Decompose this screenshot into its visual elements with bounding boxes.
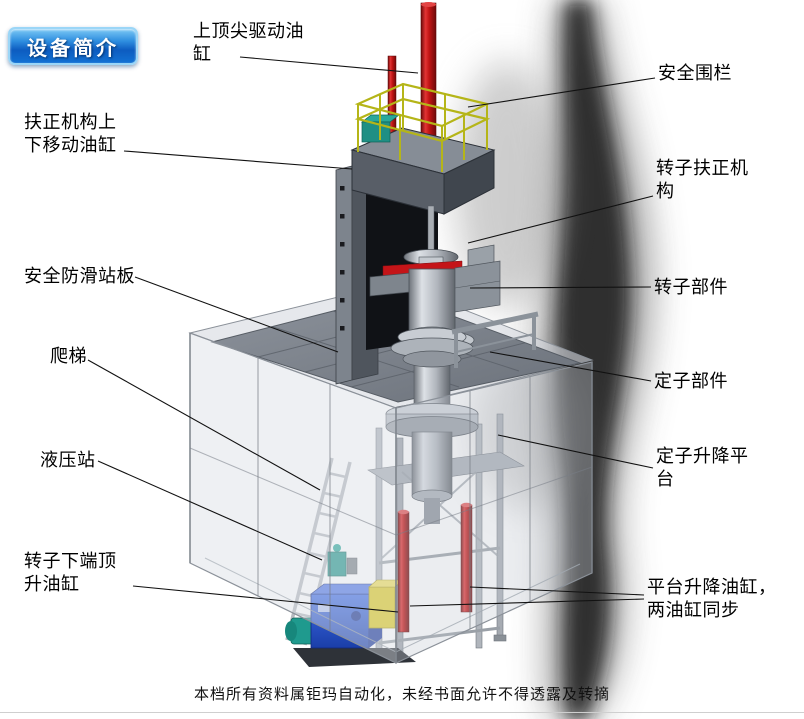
cage-mid-rails xyxy=(189,447,593,536)
ladder-shape xyxy=(285,457,352,646)
leader-ladder xyxy=(87,359,321,491)
top-drive-cylinder-shape xyxy=(420,2,437,156)
bottom-divider xyxy=(0,712,804,713)
label-centering-move-cylinder: 扶正机构上下移动油缸 xyxy=(24,112,117,155)
hydraulic-station-shape xyxy=(285,579,416,667)
electric-box xyxy=(368,586,396,629)
label-rotor-part: 转子部件 xyxy=(654,277,728,297)
oil-tank xyxy=(310,593,370,649)
leader-stator-lift-platform xyxy=(497,434,654,469)
leader-stator-part xyxy=(489,351,652,382)
leader-safety-fence xyxy=(467,77,656,108)
rotor-part-shape xyxy=(369,205,501,368)
label-stator-part: 定子部件 xyxy=(654,371,728,391)
leader-lines xyxy=(87,56,656,613)
smoke-core xyxy=(555,0,631,719)
label-platform-lift-cylinders: 平台升降油缸，两油缸同步 xyxy=(647,577,777,620)
column-left-face xyxy=(335,165,353,385)
label-stator-lift-platform: 定子升降平台 xyxy=(656,446,749,489)
label-ladder: 爬梯 xyxy=(50,346,87,366)
label-top-drive-cylinder: 上顶尖驱动油缸 xyxy=(193,21,304,64)
label-safety-fence: 安全围栏 xyxy=(658,63,732,83)
label-antislip-platform: 安全防滑站板 xyxy=(24,266,135,286)
leader-centering-move-cylinder xyxy=(123,150,353,170)
leader-platform-cylinder-left xyxy=(409,598,645,607)
centering-bracket-right xyxy=(454,260,501,313)
column-bolt-holes xyxy=(340,186,345,331)
press-tower xyxy=(335,2,539,385)
title-badge-label: 设备简介 xyxy=(27,37,119,60)
label-rotor-bottom-jack: 转子下端顶升油缸 xyxy=(24,551,117,594)
platform-lift-cylinders-shape xyxy=(397,502,473,633)
leader-rotor-centering-mechanism xyxy=(467,195,654,244)
leader-rotor-part xyxy=(469,286,652,289)
cage-corner-edges xyxy=(189,333,593,663)
footer-copyright: 本档所有资料属钜玛自动化，未经书面允许不得透露及转摘 xyxy=(193,686,610,703)
leader-hydraulic-station xyxy=(97,460,323,561)
title-badge: 设备简介 xyxy=(8,27,138,65)
valve-parts xyxy=(327,544,358,577)
lift-top-frame xyxy=(451,311,539,368)
leader-platform-cylinder-right xyxy=(469,586,645,596)
label-hydraulic-station: 液压站 xyxy=(40,450,96,470)
leader-antislip-platform xyxy=(134,276,339,353)
cage-front-faces xyxy=(189,332,593,664)
leader-rotor-bottom-jack xyxy=(132,585,399,613)
leader-top-drive-cylinder xyxy=(239,56,419,74)
rotor-body xyxy=(408,268,456,334)
centering-arm-left xyxy=(369,272,411,297)
label-rotor-centering: 转子扶正机构 xyxy=(656,158,749,201)
cage-interior xyxy=(204,413,581,667)
